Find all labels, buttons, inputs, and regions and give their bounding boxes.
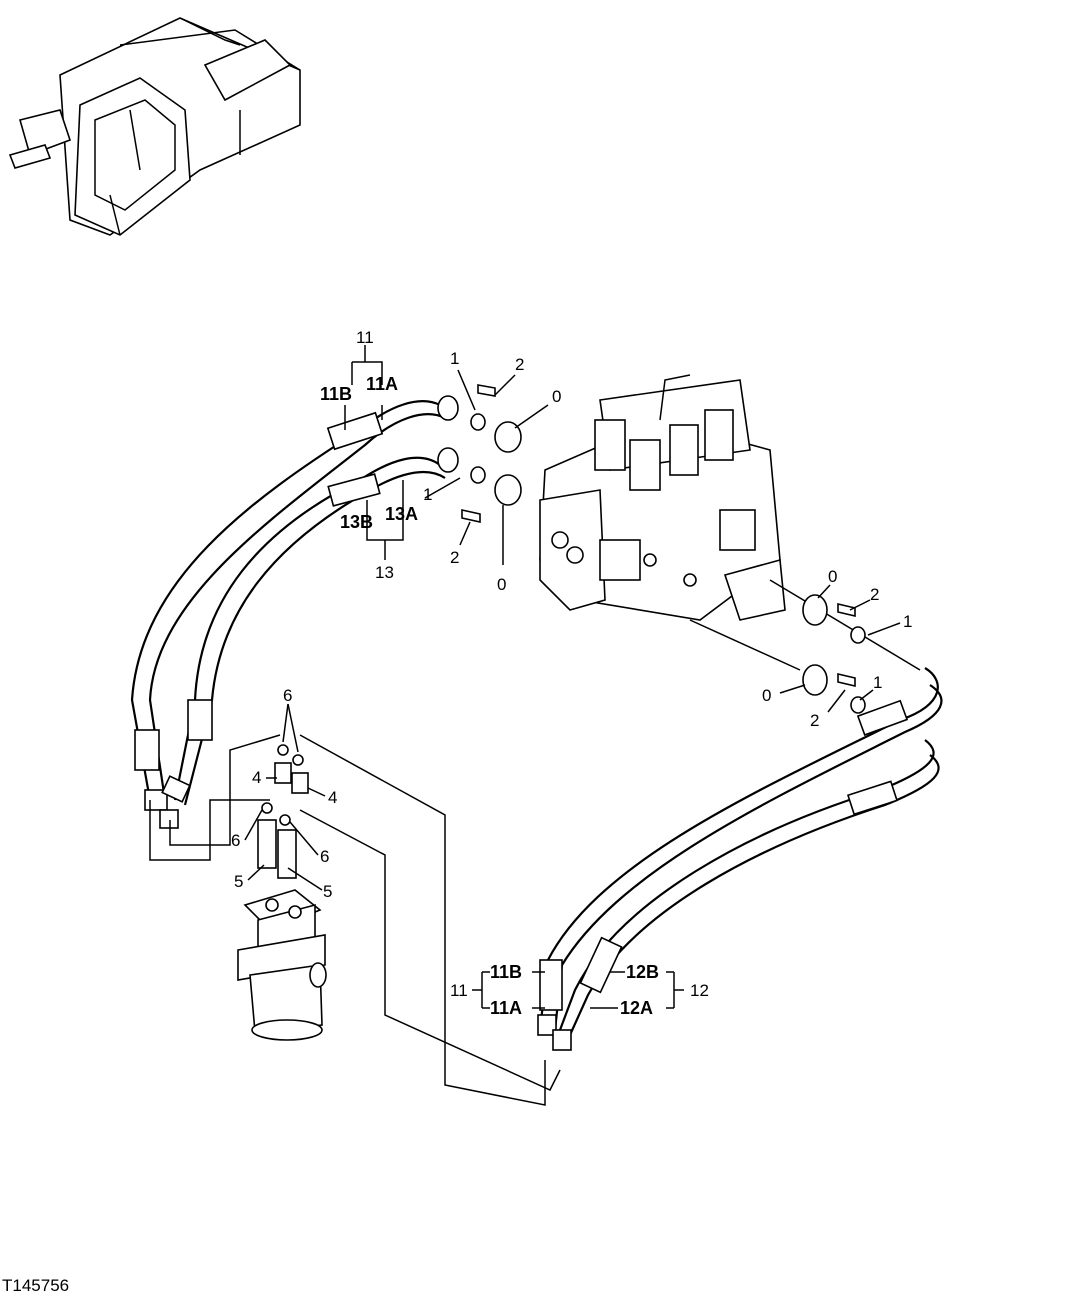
callout-6-b: 6: [231, 831, 240, 850]
control-valve-assembly: [539, 374, 786, 621]
callout-12A: 12A: [620, 998, 653, 1018]
callout-11A-top: 11A: [366, 374, 398, 394]
callout-2-b: 2: [450, 548, 459, 567]
callout-leaders: [244, 345, 901, 1009]
callout-11B-top: 11B: [320, 384, 352, 404]
callout-12: 12: [690, 981, 709, 1000]
hose-12-right: [552, 739, 940, 1051]
callout-13: 13: [375, 563, 394, 582]
right-fittings: [802, 594, 866, 714]
right-leader-lines: [689, 579, 921, 671]
callout-11A-bottom: 11A: [490, 998, 522, 1018]
excavator-locator-illustration: [8, 17, 301, 236]
callout-0-c: 0: [828, 567, 837, 586]
callout-0-b: 0: [497, 575, 506, 594]
callout-13B: 13B: [340, 512, 373, 532]
callout-0-a: 0: [552, 387, 561, 406]
callout-11-top: 11: [356, 328, 374, 347]
callout-1-a: 1: [450, 349, 459, 368]
routing-lines: [149, 734, 561, 1106]
callout-1-b: 1: [423, 485, 432, 504]
swivel-fittings: [257, 744, 309, 879]
hose-11: [130, 400, 446, 829]
callout-13A: 13A: [385, 504, 418, 524]
upper-fittings: [437, 384, 522, 523]
hose-13: [161, 456, 446, 806]
callout-6-c: 6: [320, 847, 329, 866]
callout-1-d: 1: [873, 673, 882, 692]
callout-6-a: 6: [283, 686, 292, 705]
callout-5-a: 5: [234, 872, 243, 891]
callout-12B: 12B: [626, 962, 659, 982]
callout-2-c: 2: [870, 585, 879, 604]
callout-4-b: 4: [328, 788, 337, 807]
callout-0-d: 0: [762, 686, 771, 705]
callout-11-bottom: 11: [450, 981, 468, 1000]
callout-labels: 11 11B 11A 13B 13A 13 1 2 0 1 2 0 0 2 1 …: [231, 328, 912, 1018]
callout-1-c: 1: [903, 612, 912, 631]
callout-4-a: 4: [252, 768, 261, 787]
hose-11-right: [537, 667, 943, 1036]
callout-5-b: 5: [323, 882, 332, 901]
center-joint: [237, 889, 327, 1041]
figure-id: T145756: [2, 1276, 70, 1295]
callout-11B-bottom: 11B: [490, 962, 522, 982]
callout-2-d: 2: [810, 711, 819, 730]
callout-2-a: 2: [515, 355, 524, 374]
